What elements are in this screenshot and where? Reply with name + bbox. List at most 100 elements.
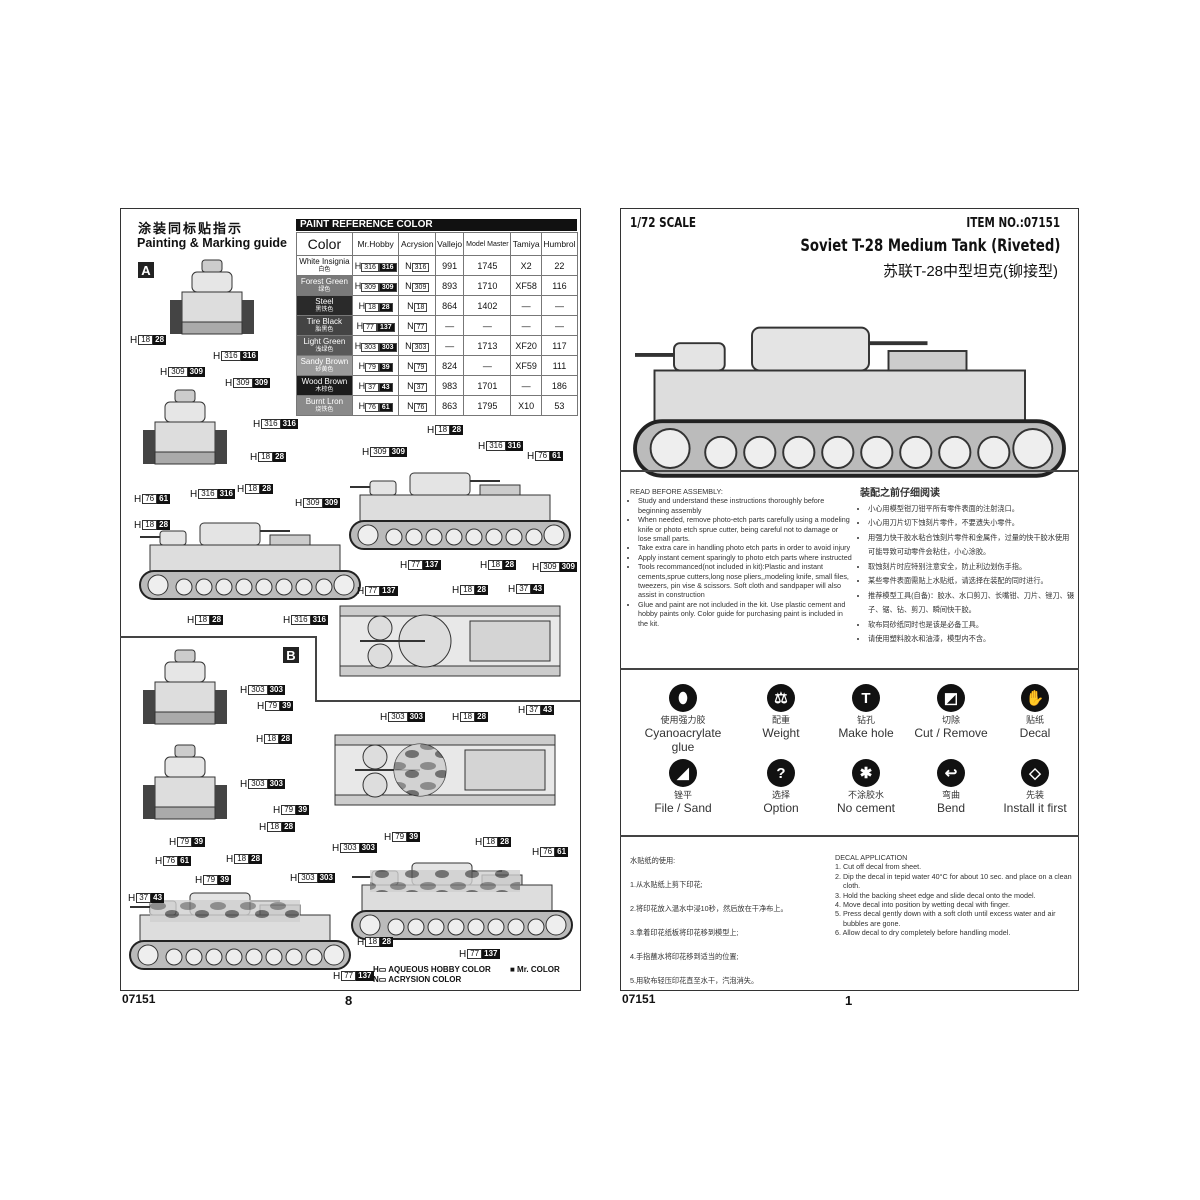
acrysion-code: 79 (413, 362, 428, 372)
mr-color-code: 28 (380, 937, 394, 947)
color-name: Forest Green (300, 276, 348, 286)
mr-color-code: 28 (249, 854, 263, 864)
question-icon: ? (767, 759, 795, 787)
h-prefix: H (130, 334, 138, 346)
decal-step-en: 3. Hold the backing sheet edge and slide… (835, 890, 1036, 900)
mr-color-code: 39 (218, 875, 232, 885)
aqueous-code: 79 (203, 875, 219, 885)
aqueous-code: 37 (136, 893, 152, 903)
color-name-cn: 烧铁色 (315, 406, 334, 413)
mr-color-code: 61 (550, 451, 564, 461)
aqueous-code: 303 (361, 342, 379, 352)
note-item: When needed, remove photo-etch parts car… (638, 515, 852, 543)
aqueous-code: 77 (467, 949, 483, 959)
aqueous-code: 309 (370, 447, 390, 457)
h-prefix: H (240, 684, 248, 696)
mr-color-code: 28 (475, 585, 489, 595)
drill-icon: T (852, 684, 880, 712)
mr-color-code: 316 (310, 615, 328, 625)
aqueous-code: 18 (460, 712, 476, 722)
read-before-assembly-en: READ BEFORE ASSEMBLY: Study and understa… (630, 487, 852, 628)
acrysion-code: 77 (413, 322, 428, 332)
aqueous-code: 77 (365, 586, 381, 596)
mr-color-code: 28 (279, 734, 293, 744)
aqueous-code: 18 (365, 302, 379, 312)
glue-drop-icon: ⬮ (669, 684, 697, 712)
mr-color-code: 61 (555, 847, 569, 857)
h-prefix: H (190, 488, 198, 500)
aqueous-code: 303 (298, 873, 318, 883)
aqueous-code: 18 (142, 520, 158, 530)
mr-color-code: 43 (541, 705, 555, 715)
icon-label-en: Make hole (838, 726, 894, 740)
h-prefix: H (213, 350, 221, 362)
color-name-cn: 木棕色 (315, 386, 334, 393)
color-name-cn: 黑铁色 (315, 306, 334, 313)
notes-heading: READ BEFORE ASSEMBLY: (630, 487, 723, 496)
icon-label-cn: 切除 (941, 715, 960, 725)
h-prefix: H (160, 366, 168, 378)
aqueous-code: 316 (361, 262, 379, 272)
section-divider (620, 470, 1079, 472)
icon-label-en: File / Sand (654, 801, 712, 815)
scheme-a-label: A (138, 262, 154, 278)
h-prefix: H (257, 700, 265, 712)
h-prefix: H (134, 519, 142, 531)
right-page (620, 208, 1079, 991)
scheme-divider (315, 700, 580, 702)
scheme-divider (315, 636, 317, 701)
acrysion-code: 303 (411, 342, 430, 352)
h-prefix: H (240, 778, 248, 790)
h-prefix: H (256, 733, 264, 745)
scheme-b-label: B (283, 647, 299, 663)
h-prefix: H (134, 493, 142, 505)
h-prefix: H (253, 418, 261, 430)
install-first-icon: ◇ (1021, 759, 1049, 787)
mr-color-code: 39 (192, 837, 206, 847)
mm-cell: 1795 (463, 395, 512, 416)
legend-mr-color: ■ Mr. COLOR (510, 965, 560, 974)
aqueous-code: 303 (248, 779, 268, 789)
aqueous-code: 309 (168, 367, 188, 377)
mr-color-code: 316 (217, 489, 235, 499)
h-prefix: H (427, 424, 435, 436)
note-item-cn: 取蚀刻片时应特别注意安全，防止利边划伤手指。 (868, 560, 1075, 575)
mr-color-code: 28 (273, 452, 287, 462)
aqueous-code: 18 (483, 837, 499, 847)
h-prefix: H (354, 260, 362, 271)
note-item-cn: 小心用模型钳刀钳平所有零件表面的注射浇口。 (868, 502, 1075, 517)
table-header: Mr.Hobby (351, 232, 400, 256)
tank-rear-view-b (142, 744, 228, 820)
color-name: Tire Black (306, 316, 343, 326)
aqueous-code: 18 (258, 452, 274, 462)
mr-color-code: 309 (559, 562, 577, 572)
aqueous-code: 18 (234, 854, 250, 864)
aqueous-code: 79 (281, 805, 297, 815)
color-name-cn: 浅绿色 (315, 346, 334, 353)
h-prefix: H (358, 380, 366, 391)
read-before-assembly-cn: 装配之前仔细阅读 小心用模型钳刀钳平所有零件表面的注射浇口。小心用刀片切下蚀刻片… (860, 487, 1075, 647)
note-item-cn: 软布同砂纸同时也是该是必备工具。 (868, 618, 1075, 633)
h-prefix: H (400, 559, 408, 571)
acrysion-code: 316 (411, 262, 430, 272)
aqueous-code: 316 (261, 419, 281, 429)
color-name: White Insignia (299, 256, 350, 266)
aqueous-code: 18 (488, 560, 504, 570)
aqueous-code: 79 (265, 701, 281, 711)
aqueous-code: 76 (365, 402, 379, 412)
table-header: Vallejo (435, 232, 465, 256)
